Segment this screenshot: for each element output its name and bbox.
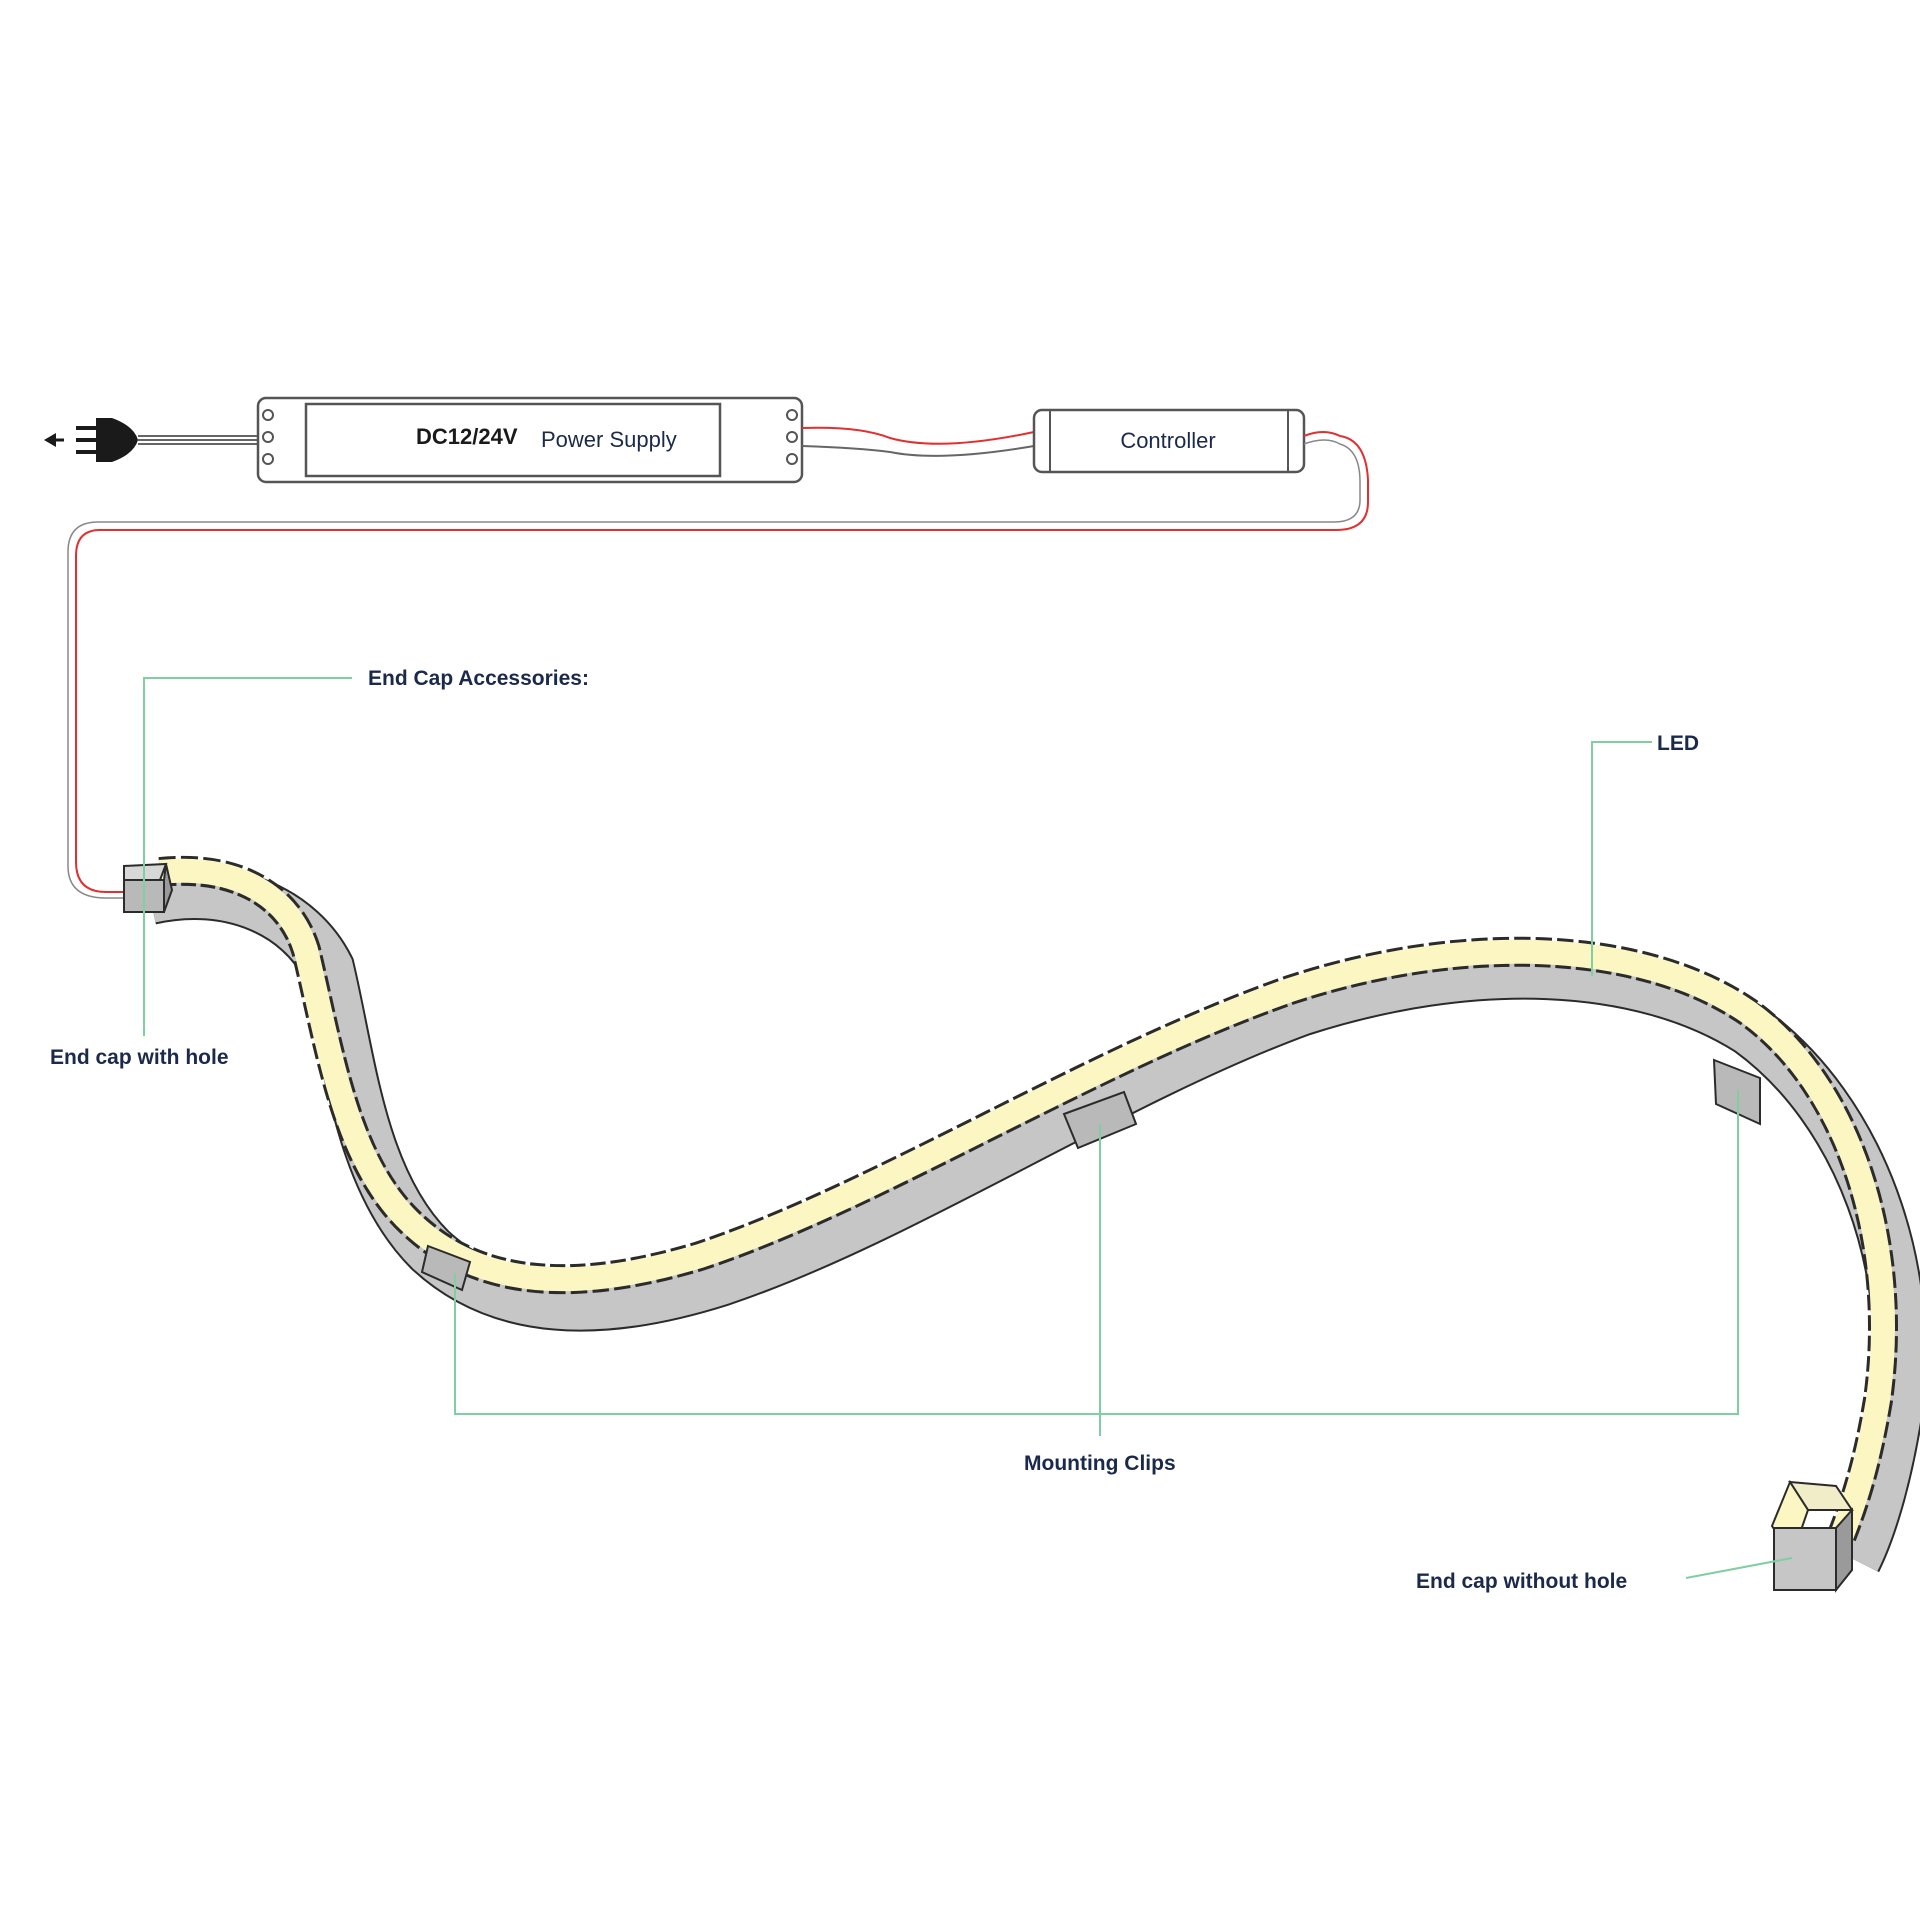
controller-label: Controller <box>1120 428 1215 453</box>
strip-feed-cable <box>67 431 1369 899</box>
leader-end-cap-accessories <box>143 677 352 1036</box>
power-supply-voltage: DC12/24V <box>416 424 518 449</box>
controller: Controller <box>1032 408 1306 474</box>
mounting-clip <box>420 1244 472 1292</box>
power-supply-label: Power Supply <box>541 427 677 452</box>
mains-cable <box>138 435 258 445</box>
plug-icon <box>76 418 138 462</box>
power-supply: DC12/24V Power Supply <box>256 396 804 484</box>
end-cap-without-hole <box>1770 1479 1854 1593</box>
leader-led <box>1591 741 1652 976</box>
label-end-cap-without-hole: End cap without hole <box>1416 1570 1627 1593</box>
end-cap-with-hole <box>123 862 174 913</box>
label-end-cap-with-hole: End cap with hole <box>50 1046 229 1069</box>
arrow-left-icon <box>44 433 64 447</box>
psu-controller-wires <box>801 426 1035 457</box>
leader-end-cap-without-hole <box>1685 1557 1793 1579</box>
leader-lines <box>143 677 1793 1579</box>
label-led: LED <box>1657 732 1699 755</box>
label-end-cap-accessories: End Cap Accessories: <box>368 667 589 690</box>
leader-mounting-clips <box>454 1090 1739 1415</box>
label-mounting-clips: Mounting Clips <box>1024 1452 1176 1475</box>
mounting-clip <box>1062 1090 1138 1150</box>
